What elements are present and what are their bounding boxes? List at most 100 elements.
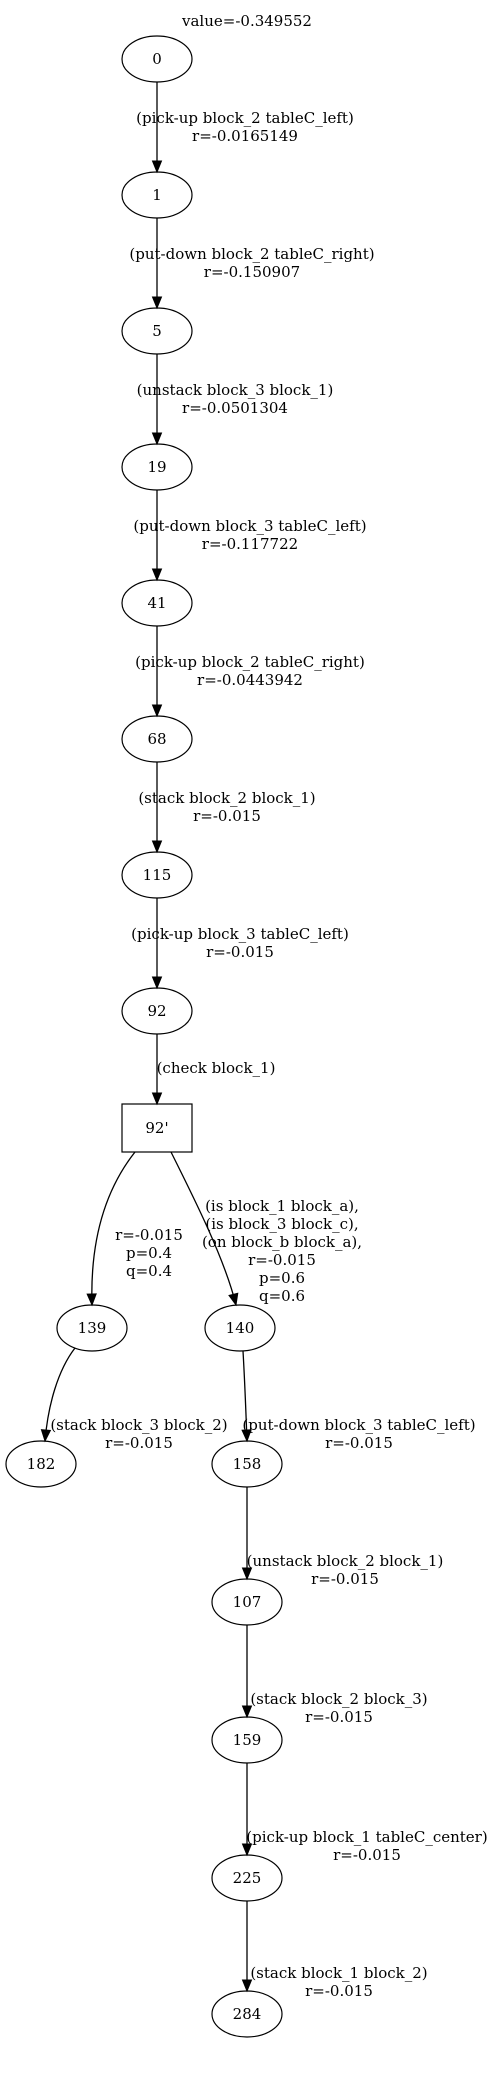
edge-label-line: (stack block_3 block_2) xyxy=(50,1416,227,1434)
edge-label-line: (unstack block_2 block_1) xyxy=(247,1552,444,1570)
edge-139-to-182: (stack block_3 block_2)r=-0.015 xyxy=(40,1347,228,1452)
arrowhead xyxy=(151,704,163,718)
edge-label-line: (pick-up block_2 tableC_left) xyxy=(136,109,354,127)
node-284: 284 xyxy=(211,1990,283,2038)
node-label: 139 xyxy=(78,1319,107,1337)
node-41: 41 xyxy=(121,579,193,627)
node-19: 19 xyxy=(121,443,193,491)
edge-158-to-107: (unstack block_2 block_1)r=-0.015 xyxy=(241,1487,444,1588)
node-label: 115 xyxy=(143,866,172,884)
edge-label-line: (pick-up block_2 tableC_right) xyxy=(135,653,365,671)
edge-41-to-68: (pick-up block_2 tableC_right)r=-0.04439… xyxy=(135,626,365,718)
edge-label-line: r=-0.015 xyxy=(248,1251,316,1269)
edge-label-line: r=-0.015 xyxy=(311,1570,379,1588)
edge-label-line: r=-0.015 xyxy=(305,1982,373,2000)
edge-5-to-19: (unstack block_3 block_1)r=-0.0501304 xyxy=(137,354,333,446)
node-label: 159 xyxy=(233,1731,262,1749)
edge-225-to-284: (stack block_1 block_2)r=-0.015 xyxy=(241,1901,428,2000)
edge-label-line: r=-0.015 xyxy=(105,1434,173,1452)
node-ellipse xyxy=(211,1990,283,2038)
node-label: 92 xyxy=(147,1002,166,1020)
edge-1-to-5: (put-down block_2 tableC_right)r=-0.1509… xyxy=(129,218,375,310)
edge-label-line: r=-0.015 xyxy=(206,943,274,961)
node-0: 0 xyxy=(121,35,193,83)
node-label: 225 xyxy=(233,1869,262,1887)
node-label: 284 xyxy=(233,2005,262,2023)
node-182: 182 xyxy=(5,1440,77,1488)
edge-label-line: p=0.4 xyxy=(126,1244,172,1262)
arrowhead xyxy=(241,1843,253,1857)
edge-label-line: (check block_1) xyxy=(157,1059,276,1077)
node-ellipse xyxy=(121,579,193,627)
arrowhead xyxy=(241,1705,253,1719)
node-159: 159 xyxy=(211,1716,283,1764)
node-139: 139 xyxy=(56,1304,128,1352)
arrowhead xyxy=(228,1292,239,1307)
node-107: 107 xyxy=(211,1578,283,1626)
node-ellipse xyxy=(121,443,193,491)
node-label: 158 xyxy=(233,1455,262,1473)
node-ellipse xyxy=(211,1854,283,1902)
arrowhead xyxy=(151,976,163,990)
edge-label-line: (put-down block_2 tableC_right) xyxy=(129,245,374,263)
edge-label-line: q=0.6 xyxy=(259,1287,305,1305)
edge-label-line: (pick-up block_3 tableC_left) xyxy=(131,925,349,943)
arrowhead xyxy=(241,1429,252,1443)
edge-label-line: (stack block_2 block_3) xyxy=(250,1690,427,1708)
edge-label-line: r=-0.0501304 xyxy=(182,399,288,417)
node-115: 115 xyxy=(121,851,193,899)
node-ellipse xyxy=(121,987,193,1035)
node-label: 41 xyxy=(147,594,166,612)
edge-label-line: (put-down block_3 tableC_left) xyxy=(133,517,366,535)
edge-label-line: p=0.6 xyxy=(259,1269,305,1287)
edge-107-to-159: (stack block_2 block_3)r=-0.015 xyxy=(241,1625,428,1726)
edge-140-to-158: (put-down block_3 tableC_left)r=-0.015 xyxy=(241,1350,476,1452)
node-ellipse xyxy=(121,35,193,83)
edge-19-to-41: (put-down block_3 tableC_left)r=-0.11772… xyxy=(133,490,367,582)
node-68: 68 xyxy=(121,715,193,763)
arrowhead xyxy=(151,296,163,310)
node-label: 182 xyxy=(27,1455,56,1473)
edge-label-line: (stack block_1 block_2) xyxy=(250,1964,427,1982)
edge-115-to-92: (pick-up block_3 tableC_left)r=-0.015 xyxy=(131,898,349,990)
node-label: 0 xyxy=(152,50,162,68)
edge-label-line: r=-0.150907 xyxy=(204,263,300,281)
node-label: 19 xyxy=(147,458,166,476)
node-label: 107 xyxy=(233,1593,262,1611)
arrowhead xyxy=(151,432,163,446)
node-ellipse xyxy=(56,1304,128,1352)
node-92: 92 xyxy=(121,987,193,1035)
node-225: 225 xyxy=(211,1854,283,1902)
node-5: 5 xyxy=(121,307,193,355)
edge-label-line: r=-0.015 xyxy=(333,1846,401,1864)
node-label: 5 xyxy=(152,322,162,340)
edge-92p-to-140: (is block_1 block_a),(is block_3 block_c… xyxy=(170,1151,362,1307)
edge-label-line: r=-0.015 xyxy=(193,807,261,825)
edge-line xyxy=(91,1151,136,1306)
arrowhead xyxy=(151,840,163,854)
edge-label-line: (put-down block_3 tableC_left) xyxy=(242,1416,475,1434)
edge-68-to-115: (stack block_2 block_1)r=-0.015 xyxy=(138,762,316,854)
edge-label-line: (is block_3 block_c), xyxy=(205,1215,358,1233)
node-ellipse xyxy=(211,1440,283,1488)
edge-159-to-225: (pick-up block_1 tableC_center)r=-0.015 xyxy=(241,1763,488,1864)
arrowhead xyxy=(86,1293,97,1307)
node-label: 140 xyxy=(226,1319,255,1337)
edge-label-line: r=-0.015 xyxy=(305,1708,373,1726)
arrowhead xyxy=(40,1429,52,1443)
arrowhead xyxy=(151,568,163,582)
node-label: 92' xyxy=(145,1119,168,1137)
edge-label-line: r=-0.015 xyxy=(115,1226,183,1244)
arrowhead xyxy=(151,160,163,174)
node-92p: 92' xyxy=(121,1103,193,1153)
edge-label-line: (on block_b block_a), xyxy=(202,1233,362,1251)
node-ellipse xyxy=(204,1304,276,1352)
edge-line xyxy=(170,1151,237,1306)
graph-value-title: value=-0.349552 xyxy=(181,12,312,30)
node-box xyxy=(121,1103,193,1153)
node-140: 140 xyxy=(204,1304,276,1352)
node-ellipse xyxy=(211,1716,283,1764)
